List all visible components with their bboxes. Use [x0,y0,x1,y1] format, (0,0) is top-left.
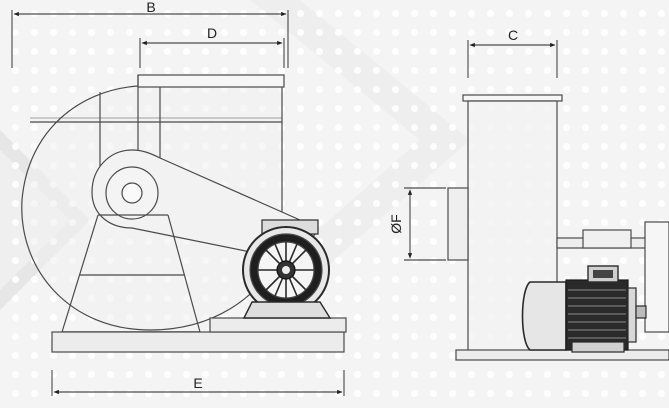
dimension-label-d: D [207,25,217,41]
dimension-f [404,187,446,261]
dimension-label-f: ØF [388,214,404,233]
dimension-label-e: E [193,375,202,391]
dimension-c [467,40,558,78]
dimension-label-b: B [146,0,155,15]
fan-support-frame [61,214,201,333]
dimension-b [11,10,289,68]
fan-outlet-duct [137,74,285,88]
dimension-d [139,38,285,68]
fan-side-view [11,10,347,396]
front-base-plate [455,349,669,361]
dimension-e [51,370,345,396]
front-outlet-duct [462,94,563,102]
dimension-label-c: C [508,27,518,43]
fan-base-plate [51,331,345,353]
motor-front-side-view [521,265,647,353]
motor-side-end-view [242,219,332,319]
front-inlet-collar [447,187,469,261]
fan-front-view [404,40,669,361]
